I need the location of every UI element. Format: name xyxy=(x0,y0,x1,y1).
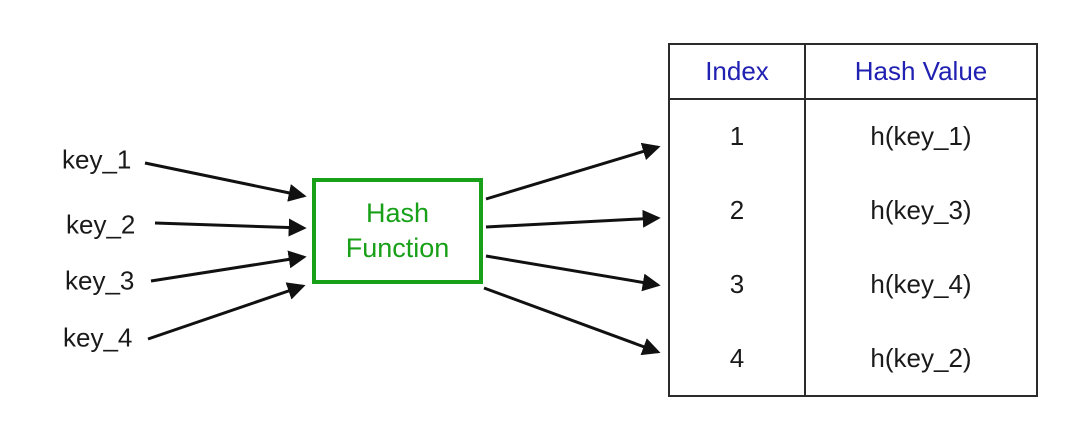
table-cell-index-row2: 2 xyxy=(670,173,806,248)
arrow-key1-to-hash-function xyxy=(144,161,307,202)
arrow-hash-function-to-row4 xyxy=(483,286,661,356)
arrow-hash-function-to-row3 xyxy=(485,254,661,292)
table-cell-value-row2: h(key_3) xyxy=(870,195,972,226)
table-cell-index-row1: 1 xyxy=(670,100,806,174)
arrow-hash-function-to-row1 xyxy=(485,142,661,201)
table-cell-value-row1: h(key_1) xyxy=(870,121,972,152)
table-cell-value-row4: h(key_2) xyxy=(870,342,972,373)
key-label-3: key_3 xyxy=(65,265,135,296)
key-label-4: key_4 xyxy=(63,322,133,353)
hash-function-label: Hash Function xyxy=(345,197,450,263)
hash-function-box: Hash Function xyxy=(312,178,483,284)
table-cell-index-row4: 4 xyxy=(670,321,806,395)
arrow-key4-to-hash-function xyxy=(147,282,306,341)
key-label-2: key_2 xyxy=(66,209,136,240)
key-label-1: key_1 xyxy=(62,144,132,175)
hash-table: Index Hash Value 1 h(key_1) 2 h(key_3) 3… xyxy=(668,43,1038,397)
arrow-key3-to-hash-function xyxy=(150,250,307,283)
table-cell-index-row3: 3 xyxy=(670,247,806,322)
arrow-hash-function-to-row2 xyxy=(485,209,661,229)
table-header-hash-value: Hash Value xyxy=(806,45,1036,100)
table-cell-value-row3: h(key_4) xyxy=(870,268,972,299)
table-header-index: Index xyxy=(670,45,806,100)
arrow-key2-to-hash-function xyxy=(154,218,307,237)
